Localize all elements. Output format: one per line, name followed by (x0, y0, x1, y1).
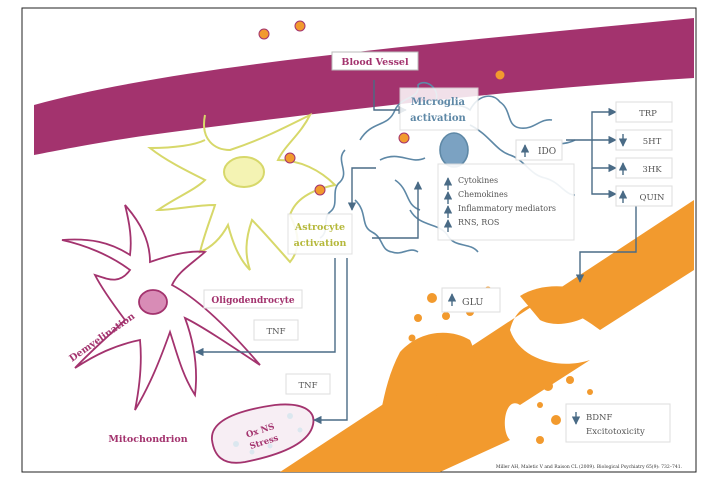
blood-vessel (34, 18, 694, 155)
mediator-item: Cytokines (458, 176, 498, 185)
mediator-item: Chemokines (458, 190, 508, 199)
vesicles (408, 286, 593, 444)
presynaptic-terminal (370, 332, 474, 472)
tnf-top-box (253, 319, 299, 341)
microglia-label-line1: Microglia (411, 97, 465, 108)
pathway-item-trp: TRP (639, 109, 657, 119)
microglia-label-line2: activation (410, 113, 466, 124)
astrocyte (147, 112, 338, 271)
trp-box (615, 101, 673, 123)
ido-label: IDO (538, 147, 556, 157)
blood-vessel-box (331, 51, 419, 71)
tnf-bottom-label: TNF (298, 381, 317, 391)
arrows (195, 80, 637, 425)
mitochondrion (211, 403, 315, 464)
oligodendrocyte (61, 204, 261, 411)
mediator-item: RNS, ROS (458, 218, 499, 227)
3hk-box (615, 157, 673, 179)
indicator-arrows (443, 134, 628, 425)
5ht-box (615, 129, 673, 151)
cytokine-markers (258, 20, 506, 196)
citation: Miller AH, Maletic V and Raison CL (2009… (496, 463, 683, 470)
mediators-box (437, 163, 575, 241)
astrocyte-label-line2: activation (294, 238, 347, 249)
pathway-item-5ht: 5HT (643, 137, 662, 147)
excitotoxicity-label: Excitotoxicity (586, 427, 645, 437)
pathway-item-quin: QUIN (640, 193, 665, 203)
tnf-top-label: TNF (266, 327, 285, 337)
blood-vessel-label: Blood Vessel (341, 57, 409, 68)
oligodendrocyte-box (203, 289, 303, 309)
postsynaptic-terminal (520, 286, 605, 324)
mitochondrion-label: Mitochondrion (108, 434, 187, 445)
astrocyte-box (287, 213, 353, 255)
glu-label: GLU (462, 297, 483, 308)
bdnf-label: BDNF (586, 413, 612, 423)
astrocyte-label-line1: Astrocyte (294, 222, 345, 233)
pathway-item-3hk: 3HK (642, 165, 662, 175)
tnf-bottom-box (285, 373, 331, 395)
mediator-item: Inflammatory mediators (458, 204, 556, 213)
oligodendrocyte-label: Oligodendrocyte (211, 296, 294, 306)
quin-box (615, 185, 673, 207)
bdnf-box (565, 403, 671, 443)
microglia-box (399, 87, 479, 131)
